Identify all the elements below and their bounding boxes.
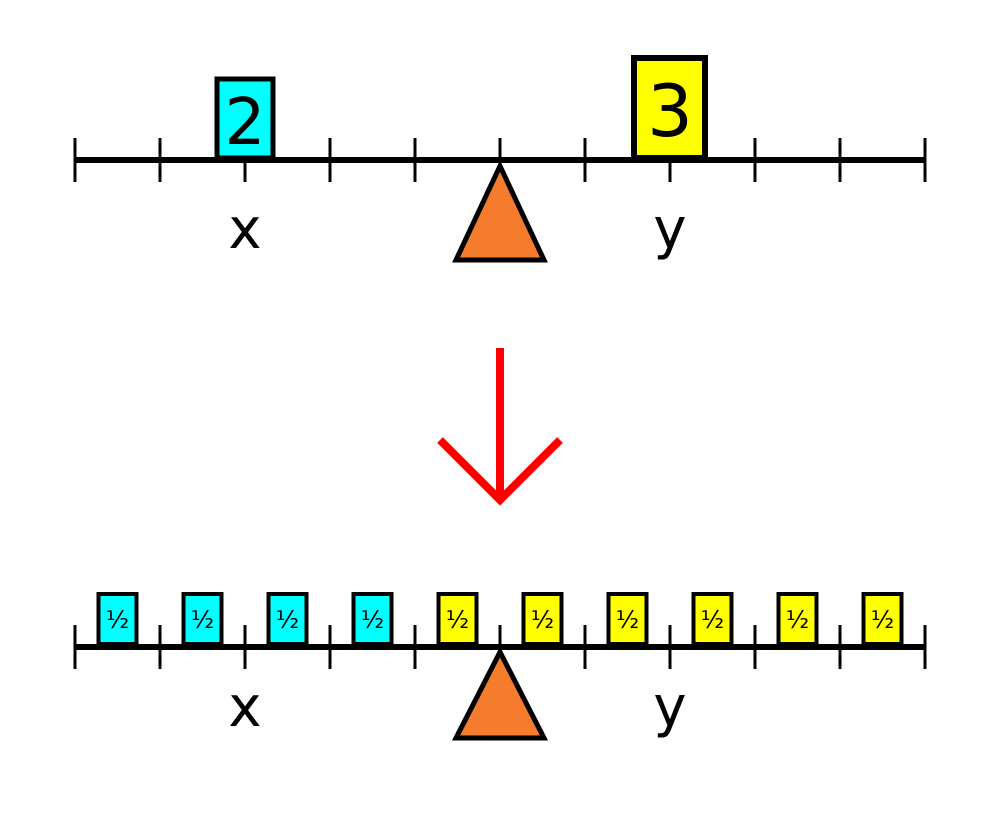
half-block bbox=[266, 592, 309, 646]
weight-block-x bbox=[214, 76, 276, 161]
bottom-mark-y: y bbox=[653, 675, 686, 740]
half-block bbox=[436, 592, 479, 646]
half-block bbox=[606, 592, 649, 646]
half-block bbox=[691, 592, 734, 646]
half-block-label: ½ bbox=[106, 606, 129, 634]
half-block bbox=[521, 592, 564, 646]
half-block-label: ½ bbox=[276, 606, 299, 634]
half-block bbox=[861, 592, 904, 646]
top-lever: 2 3 x y bbox=[73, 55, 927, 263]
weight-label-y: 3 bbox=[647, 69, 693, 153]
bottom-mark-x: x bbox=[228, 675, 261, 740]
half-block-label: ½ bbox=[786, 606, 809, 634]
half-block-label: ½ bbox=[871, 606, 894, 634]
arrow-head bbox=[437, 437, 563, 506]
top-fulcrum bbox=[452, 160, 548, 263]
half-block-label: ½ bbox=[616, 606, 639, 634]
half-block-label: ½ bbox=[191, 606, 214, 634]
bottom-blocks: ½ ½ ½ ½ ½ ½ ½ ½ ½ ½ bbox=[96, 592, 904, 646]
weight-block-y bbox=[631, 55, 708, 161]
half-block bbox=[96, 592, 139, 646]
half-block-label: ½ bbox=[361, 606, 384, 634]
half-block bbox=[351, 592, 394, 646]
top-mark-y: y bbox=[653, 197, 686, 262]
bottom-fulcrum bbox=[451, 646, 549, 741]
half-block bbox=[776, 592, 819, 646]
half-block-label: ½ bbox=[531, 606, 554, 634]
half-block-label: ½ bbox=[701, 606, 724, 634]
top-mark-x: x bbox=[228, 197, 261, 262]
half-block bbox=[181, 592, 224, 646]
transform-arrow bbox=[437, 348, 563, 506]
weight-label-x: 2 bbox=[225, 86, 266, 160]
half-block-label: ½ bbox=[446, 606, 469, 634]
bottom-lever: ½ ½ ½ ½ ½ ½ ½ ½ ½ ½ x y bbox=[73, 592, 927, 741]
